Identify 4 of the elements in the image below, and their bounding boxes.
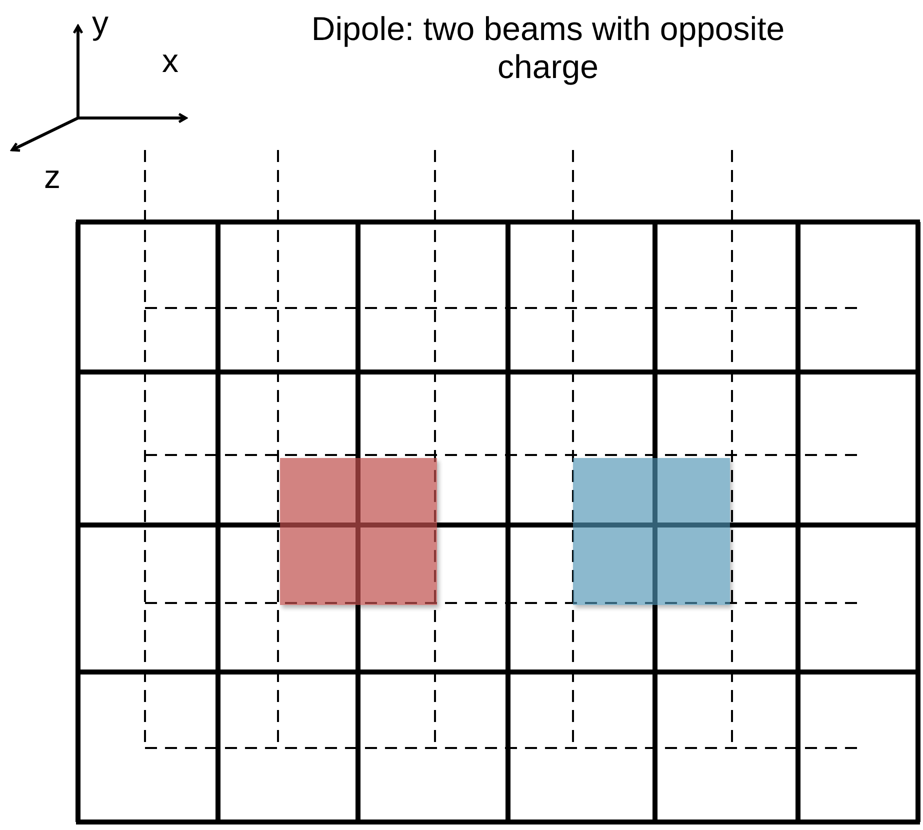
axis-label: x — [162, 42, 178, 80]
axis-label: y — [92, 4, 108, 42]
axis-label: z — [44, 158, 60, 196]
title: Dipole: two beams with opposite charge — [310, 10, 786, 86]
